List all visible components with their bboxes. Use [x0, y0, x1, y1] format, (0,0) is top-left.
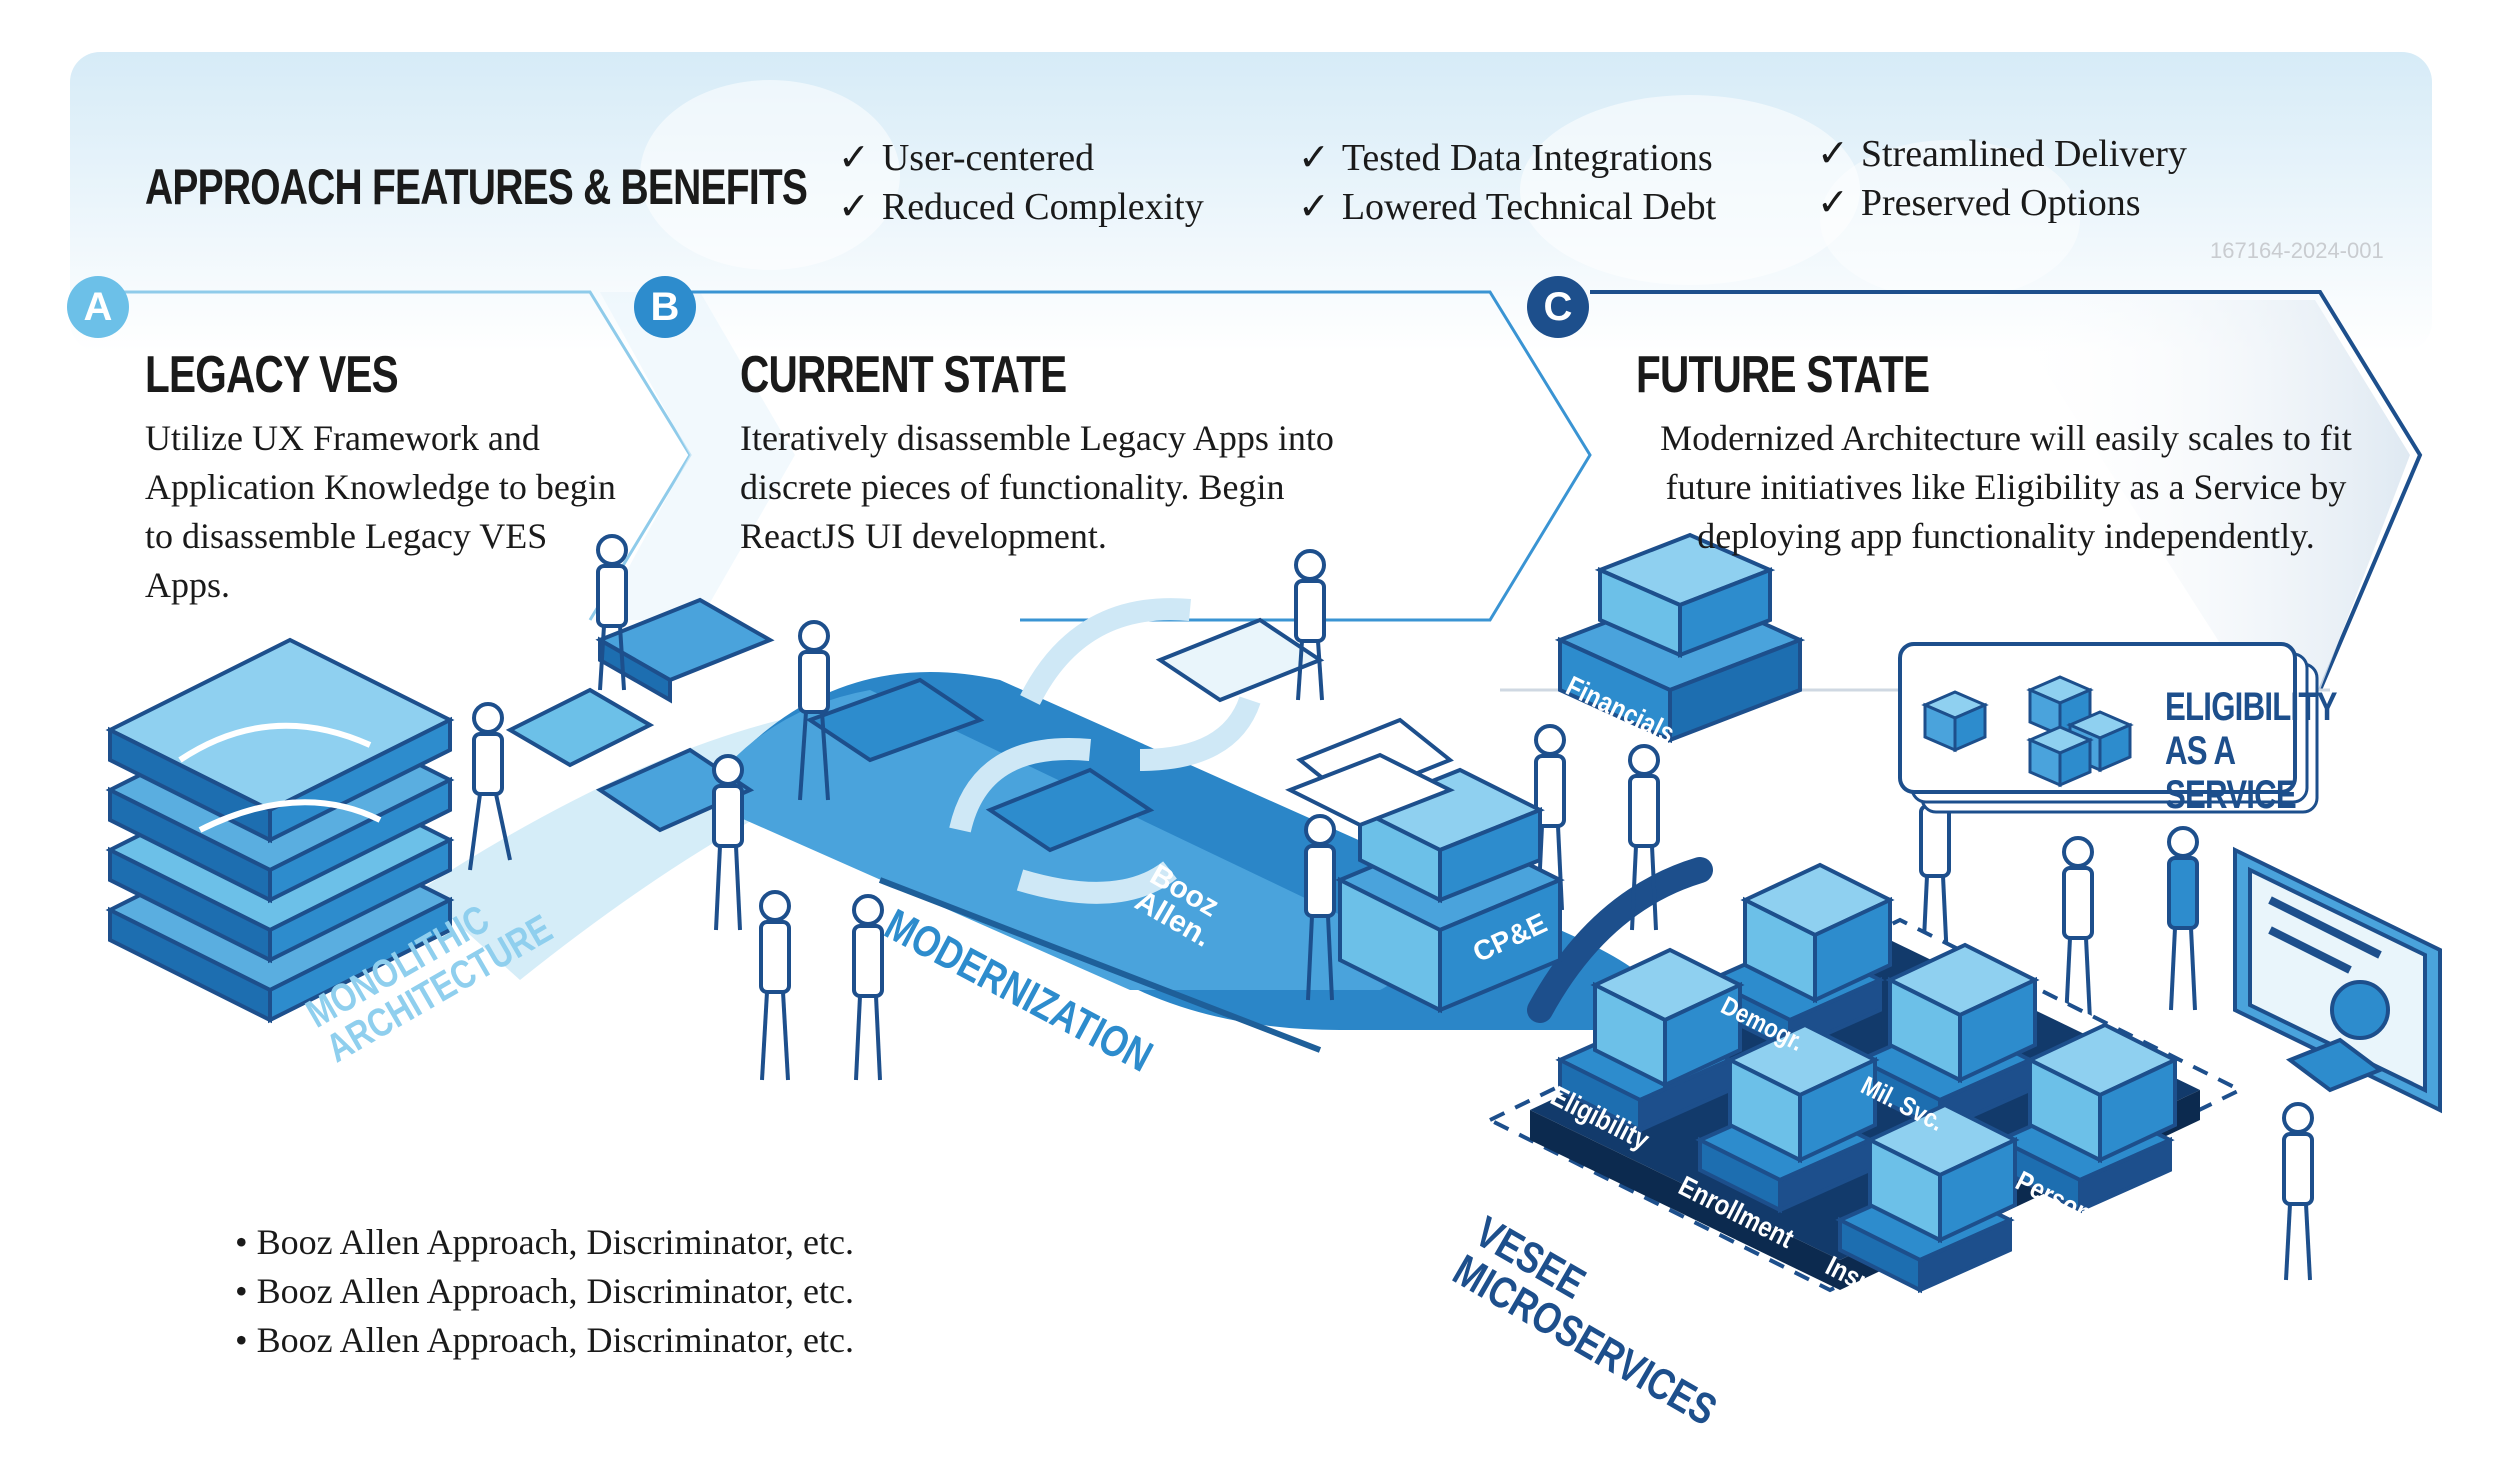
eligibility-service-label: ELIGIBILITY AS A SERVICE [2165, 685, 2337, 817]
person-icon [759, 890, 791, 1081]
person-icon [2167, 826, 2199, 1011]
stage-b-description: Iteratively disassemble Legacy Apps into… [740, 418, 1334, 556]
person-icon [1304, 814, 1336, 1001]
check-icon: ✓ [838, 137, 870, 179]
stage-b-badge: B [634, 276, 696, 338]
person-icon [1294, 549, 1326, 701]
connector-path [1527, 857, 1713, 1023]
cube-icon [1705, 862, 1895, 1054]
stage-a-badge: A [67, 276, 129, 338]
chevron-b [688, 290, 1592, 622]
benefit-item: ✓Preserved Options [1817, 182, 2141, 224]
benefit-item: ✓Tested Data Integrations [1298, 137, 1713, 179]
person-icon [468, 702, 512, 871]
person-icon [596, 534, 628, 691]
benefit-list-3: ✓Streamlined Delivery ✓Preserved Options [1817, 130, 2187, 228]
benefit-item: ✓Lowered Technical Debt [1298, 186, 1717, 228]
check-icon: ✓ [1298, 137, 1330, 179]
person-icon [1534, 724, 1566, 911]
benefit-list-2: ✓Tested Data Integrations ✓Lowered Techn… [1298, 134, 1716, 232]
bullet-item: Booz Allen Approach, Discriminator, etc. [235, 1267, 854, 1316]
financials-cube [1554, 532, 1806, 744]
person-icon [1628, 744, 1660, 931]
microservice-cubes [1555, 862, 2180, 1294]
person-icon [712, 754, 744, 931]
stage-c-title: FUTURE STATE [1636, 346, 1930, 404]
stage-a-title: LEGACY VES [145, 346, 399, 404]
document-code: 167164-2024-001 [2210, 238, 2384, 263]
approach-title: APPROACH FEATURES & BENEFITS [145, 159, 808, 215]
cpe-cube [1285, 752, 1565, 1014]
benefit-item: ✓User-centered [838, 137, 1095, 179]
cycle-arrows-icon [949, 598, 1261, 904]
stage-b-title: CURRENT STATE [740, 346, 1067, 404]
benefit-list-1: ✓User-centered ✓Reduced Complexity [838, 134, 1204, 232]
puzzle-stack-icon [105, 637, 455, 1024]
people [468, 534, 2314, 1281]
chevron-a [98, 290, 692, 621]
chevron-c [1590, 290, 2423, 691]
check-icon: ✓ [1298, 186, 1330, 228]
stage-c-badge: C [1527, 276, 1589, 338]
person-icon [2062, 836, 2094, 1021]
cube-icon [1835, 1102, 2020, 1294]
approach-bullets: Booz Allen Approach, Discriminator, etc.… [235, 1218, 854, 1365]
check-icon: ✓ [1817, 133, 1849, 175]
monitor-icon [2233, 846, 2442, 1114]
bullet-item: Booz Allen Approach, Discriminator, etc. [235, 1218, 854, 1267]
check-icon: ✓ [1817, 182, 1849, 224]
benefit-item: ✓Streamlined Delivery [1817, 133, 2187, 175]
stage-a-description: Utilize UX Framework and Application Kno… [145, 418, 616, 605]
benefit-item: ✓Reduced Complexity [838, 186, 1204, 228]
person-icon [2282, 1102, 2314, 1281]
bullet-item: Booz Allen Approach, Discriminator, etc. [235, 1316, 854, 1365]
eligibility-service-card [1898, 642, 2319, 814]
stage-c-description: Modernized Architecture will easily scal… [1660, 418, 2352, 556]
check-icon: ✓ [838, 186, 870, 228]
person-icon [798, 620, 830, 801]
person-icon [852, 894, 884, 1081]
